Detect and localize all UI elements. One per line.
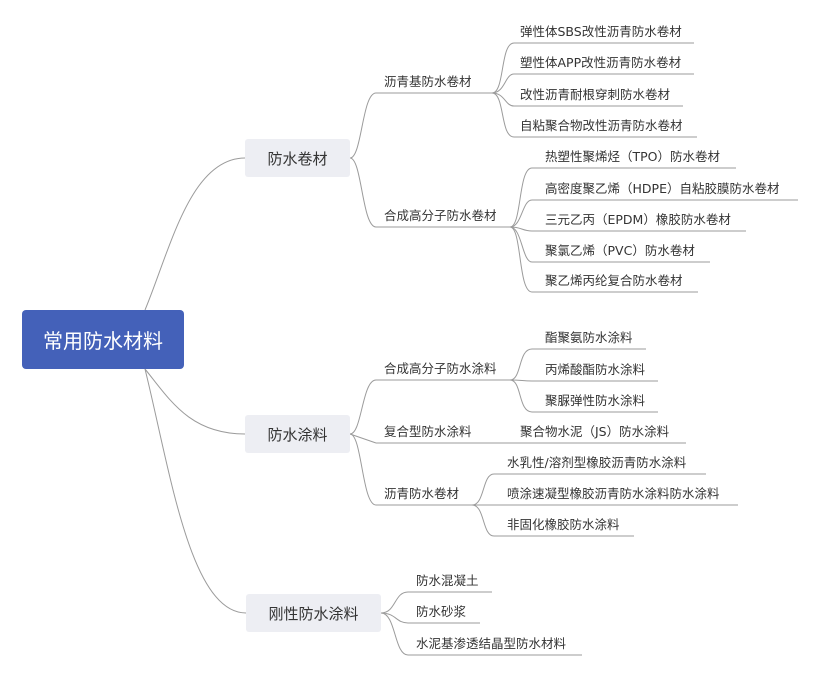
connector-leaf-acrylic — [509, 379, 658, 382]
leaf-acrylic-coating[interactable]: 丙烯酸酯防水涂料 — [545, 362, 646, 377]
leaf-waterproof-concrete[interactable]: 防水混凝土 — [416, 573, 479, 588]
leaf-epdm-membrane[interactable]: 三元乙丙（EPDM）橡胶防水卷材 — [545, 212, 731, 227]
leaf-self-adhesive-membrane[interactable]: 自粘聚合物改性沥青防水卷材 — [520, 118, 683, 133]
connector-leaf-pvc — [509, 226, 710, 263]
leaf-waterproof-mortar[interactable]: 防水砂浆 — [416, 604, 467, 619]
connector-leaf-epdm — [509, 226, 746, 232]
connector-root-to-waterproof-coating — [144, 368, 246, 435]
connector-leaf-concrete — [380, 591, 492, 614]
leaf-hdpe-membrane[interactable]: 高密度聚乙烯（HDPE）自粘胶膜防水卷材 — [545, 181, 780, 196]
connector-branch-to-polymer-membrane — [349, 157, 377, 228]
connector-root-to-waterproof-membrane — [144, 157, 246, 311]
leaf-non-curing-coating[interactable]: 非固化橡胶防水涂料 — [507, 517, 620, 532]
connector-leaf-pe-pp — [509, 226, 698, 293]
leaf-root-resistant-membrane[interactable]: 改性沥青耐根穿刺防水卷材 — [520, 87, 671, 102]
connector-leaf-hdpe — [509, 199, 798, 228]
leaf-tpo-membrane[interactable]: 热塑性聚烯烃（TPO）防水卷材 — [545, 149, 721, 164]
leaf-pvc-membrane[interactable]: 聚氯乙烯（PVC）防水卷材 — [545, 243, 695, 258]
leaf-polyurea-coating[interactable]: 聚脲弹性防水涂料 — [545, 393, 646, 408]
leaf-sbs-membrane[interactable]: 弹性体SBS改性沥青防水卷材 — [520, 24, 682, 39]
connector-leaf-sbs — [491, 42, 694, 94]
connector-leaf-crystalline — [380, 612, 582, 656]
connector-leaf-polyurethane — [509, 348, 646, 381]
connector-branch-to-asphalt-coating — [349, 433, 377, 506]
group-asphalt-coating[interactable]: 沥青防水卷材 — [384, 486, 460, 501]
connector-leaf-self-adhesive — [491, 92, 697, 138]
connector-branch-to-asphalt-membrane — [349, 92, 377, 159]
connector-leaf-emulsion-asphalt — [471, 473, 706, 506]
connector-branch-to-polymer-coating — [349, 379, 377, 435]
group-asphalt-membrane[interactable]: 沥青基防水卷材 — [384, 74, 472, 89]
branch-rigid-waterproof-coating[interactable]: 刚性防水涂料 — [246, 594, 381, 632]
connector-branch-to-composite-coating — [349, 433, 377, 444]
connector-leaf-polyurea — [509, 379, 658, 413]
leaf-spray-asphalt-coating[interactable]: 喷涂速凝型橡胶沥青防水涂料防水涂料 — [507, 486, 720, 501]
leaf-crystalline-material[interactable]: 水泥基渗透结晶型防水材料 — [416, 636, 567, 651]
connector-leaf-app — [491, 73, 694, 94]
leaf-js-coating[interactable]: 聚合物水泥（JS）防水涂料 — [520, 424, 670, 439]
group-polymer-coating[interactable]: 合成高分子防水涂料 — [384, 361, 497, 376]
leaf-pe-pp-membrane[interactable]: 聚乙烯丙纶复合防水卷材 — [545, 273, 683, 288]
branch-waterproof-coating[interactable]: 防水涂料 — [245, 415, 350, 453]
leaf-emulsion-asphalt-coating[interactable]: 水乳性/溶剂型橡胶沥青防水涂料 — [507, 455, 687, 470]
connector-leaf-mortar — [380, 612, 480, 624]
group-polymer-membrane[interactable]: 合成高分子防水卷材 — [384, 208, 497, 223]
connector-leaf-tpo — [509, 167, 736, 228]
leaf-polyurethane-coating[interactable]: 酯聚氨防水涂料 — [545, 330, 633, 345]
branch-waterproof-membrane[interactable]: 防水卷材 — [245, 139, 350, 177]
root-node[interactable]: 常用防水材料 — [22, 310, 184, 369]
connector-leaf-root-resistant — [491, 92, 683, 107]
leaf-app-membrane[interactable]: 塑性体APP改性沥青防水卷材 — [520, 55, 682, 70]
group-composite-coating[interactable]: 复合型防水涂料 — [384, 424, 472, 439]
connector-root-to-rigid-coating — [144, 368, 247, 614]
connector-leaf-non-curing — [471, 504, 634, 537]
